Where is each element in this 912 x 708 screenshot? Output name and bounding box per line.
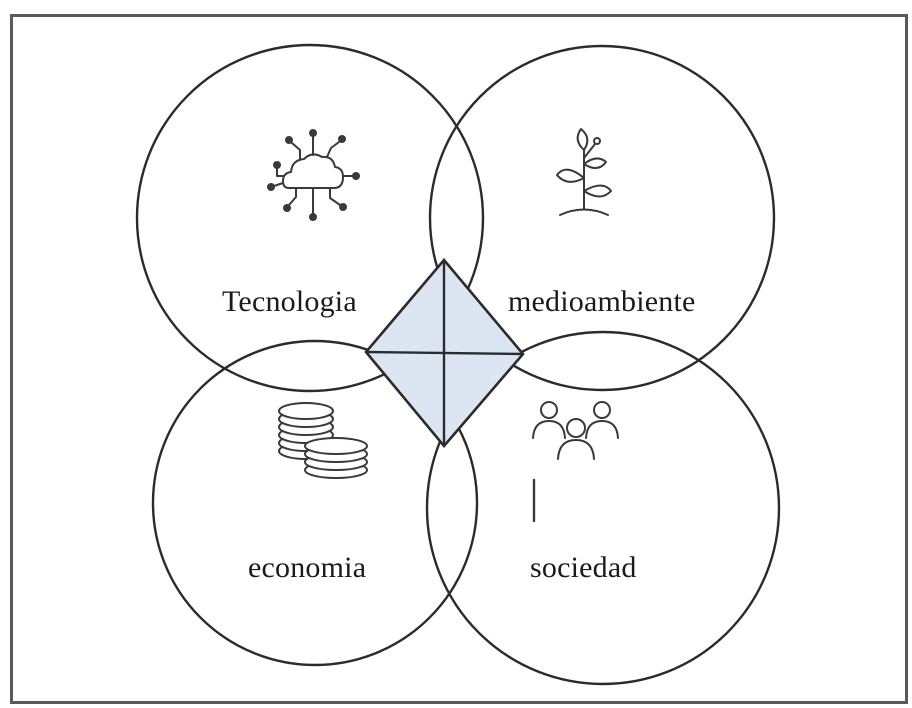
center-diamond: [364, 257, 525, 449]
label-economy: economia: [248, 551, 367, 584]
label-society: sociedad: [530, 551, 637, 584]
plant-sprout-icon: [556, 128, 612, 216]
circle-society: [425, 330, 781, 686]
label-technology: Tecnologia: [222, 285, 357, 318]
label-environment: medioambiente: [508, 285, 696, 318]
cloud-network-icon: [267, 129, 360, 221]
circle-technology: [135, 43, 485, 393]
circle-environment: [428, 44, 776, 392]
coin-stacks-icon: [278, 402, 368, 479]
people-group-icon: [532, 401, 619, 523]
circle-economy: [151, 339, 479, 667]
